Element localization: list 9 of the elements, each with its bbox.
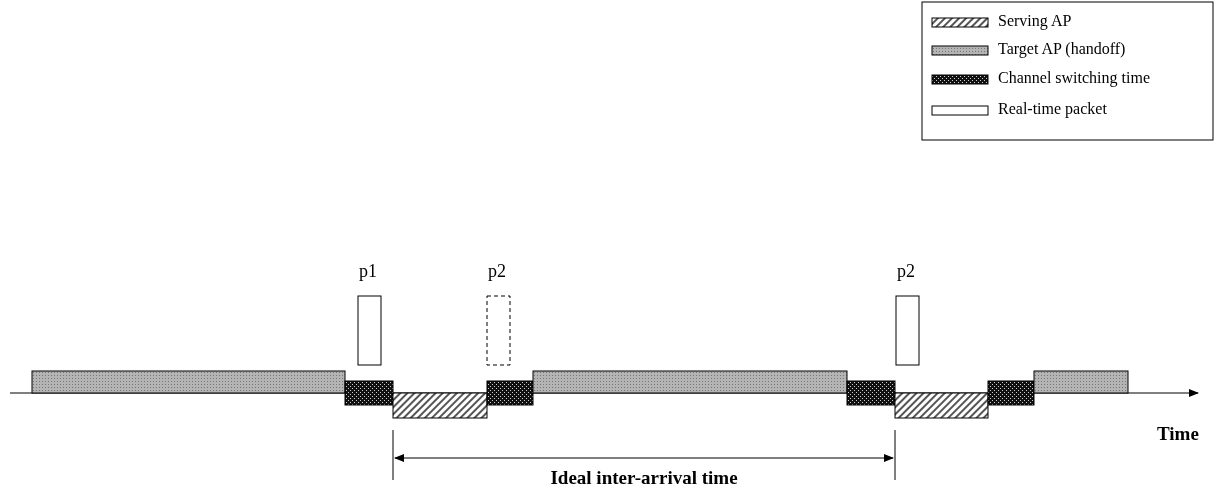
- packet-label: p1: [359, 262, 377, 280]
- dimension-label: Ideal inter-arrival time: [550, 468, 738, 487]
- legend-label: Channel switching time: [998, 70, 1150, 86]
- legend-label: Real-time packet: [998, 101, 1107, 117]
- axis-label: Time: [1157, 424, 1199, 443]
- legend-label: Serving AP: [998, 13, 1072, 29]
- packet-label: p2: [488, 262, 506, 280]
- legend-label: Target AP (handoff): [998, 41, 1126, 57]
- packet-label: p2: [897, 262, 915, 280]
